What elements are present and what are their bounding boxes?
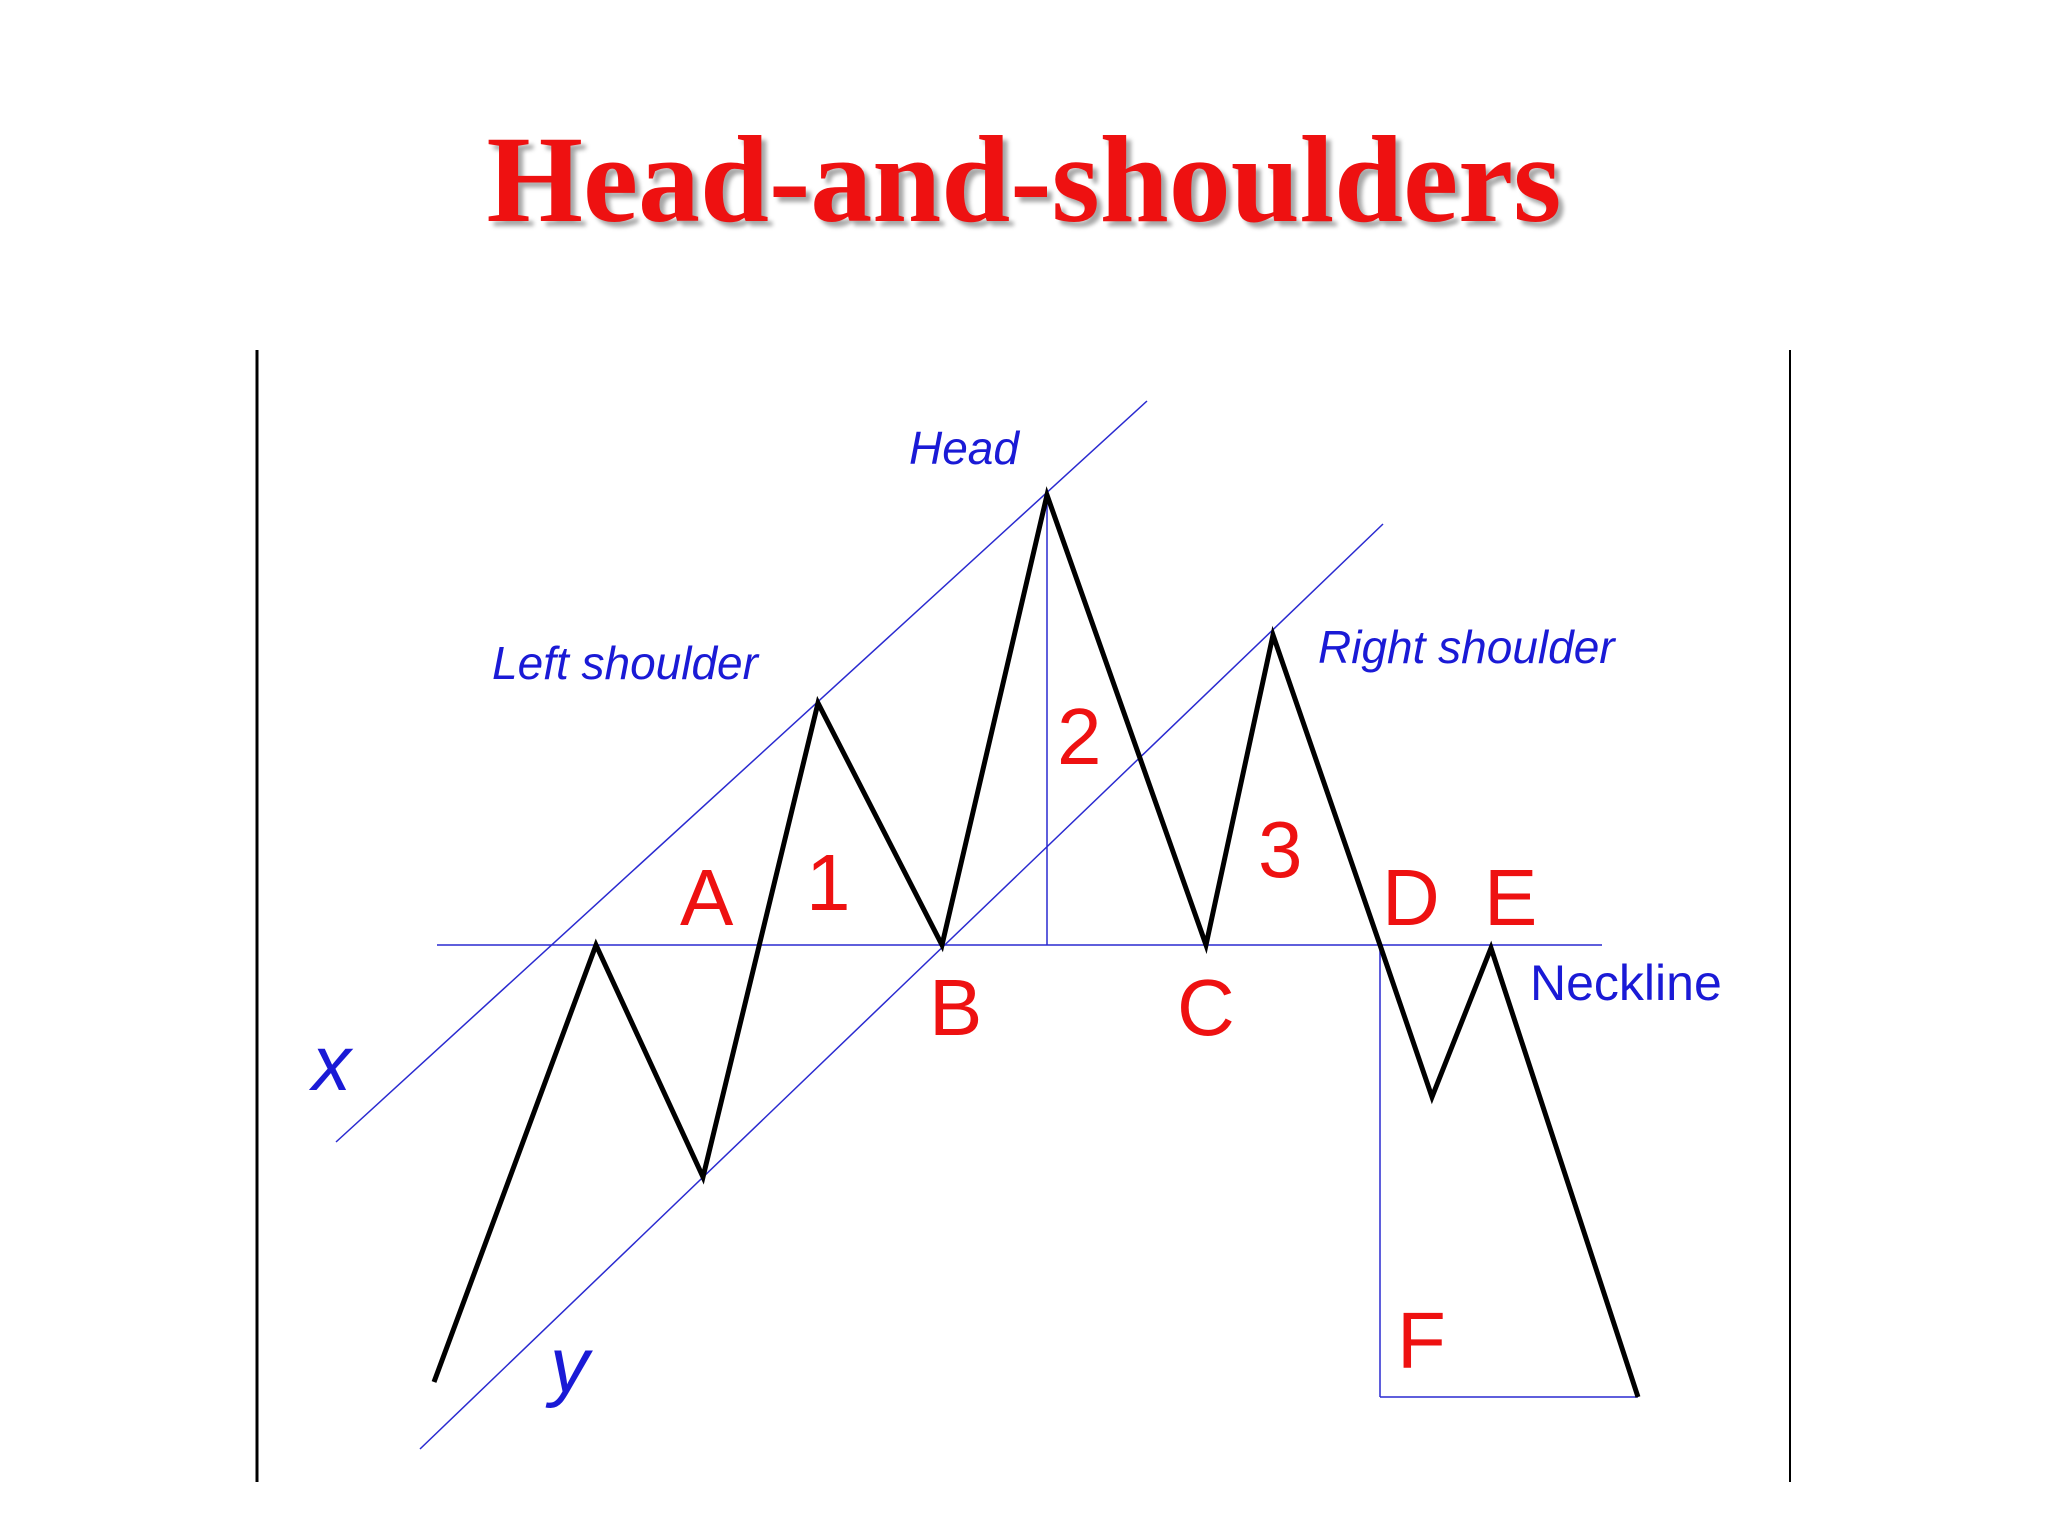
y-axis-label: y <box>545 1321 593 1409</box>
slide-title: Head-and-shoulders <box>486 111 1562 248</box>
price-path-line <box>431 486 1641 1398</box>
number-2-label: 2 <box>1057 692 1102 781</box>
point-a-label: A <box>680 853 734 942</box>
lower-trend-line-y <box>419 523 1384 1450</box>
point-b-label: B <box>929 963 982 1052</box>
neckline-label: Neckline <box>1530 955 1722 1011</box>
head-label: Head <box>909 422 1020 474</box>
point-d-label: D <box>1382 853 1440 942</box>
x-axis-label: x <box>308 1019 354 1107</box>
right-shoulder-label: Right shoulder <box>1318 621 1616 673</box>
left-shoulder-label: Left shoulder <box>492 637 760 689</box>
number-3-label: 3 <box>1258 805 1303 894</box>
point-e-label: E <box>1484 853 1537 942</box>
number-1-label: 1 <box>806 838 851 927</box>
point-f-label: F <box>1397 1296 1446 1385</box>
upper-trend-line-x <box>335 400 1148 1143</box>
point-c-label: C <box>1177 963 1235 1052</box>
